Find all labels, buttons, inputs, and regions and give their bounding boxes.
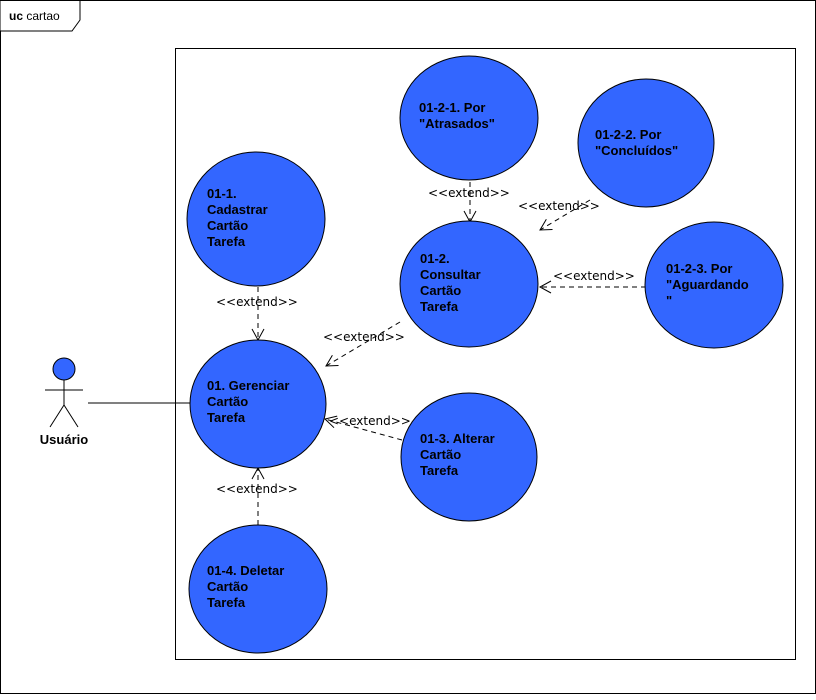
- frame-title: uc cartao: [9, 9, 60, 23]
- actor-right-leg: [63, 404, 79, 428]
- use-case-01-2-3[interactable]: 01-2-3. Por "Aguardando ": [644, 221, 784, 349]
- use-case-ellipse: [399, 220, 539, 348]
- use-case-ellipse: [186, 151, 326, 287]
- use-case-01-2-1[interactable]: 01-2-1. Por "Atrasados": [399, 55, 539, 181]
- frame-tab: [0, 0, 81, 32]
- extend-01-3-to-01: [323, 415, 403, 441]
- extend-label-01-2-3: <<extend>>: [553, 269, 635, 283]
- actor-head: [52, 357, 76, 381]
- extend-label-01-2-2: <<extend>>: [518, 199, 600, 213]
- use-case-ellipse: [188, 524, 328, 654]
- use-case-01-1[interactable]: 01-1. Cadastrar Cartão Tarefa: [186, 151, 326, 287]
- use-case-label: 01-2-2. Por "Concluídos": [595, 127, 678, 158]
- use-case-ellipse: [189, 339, 327, 469]
- use-case-label: 01-3. Alterar Cartão Tarefa: [420, 431, 498, 478]
- use-case-01[interactable]: 01. Gerenciar Cartão Tarefa: [189, 339, 327, 469]
- actor-name: Usuário: [40, 432, 88, 447]
- use-case-label: 01. Gerenciar Cartão Tarefa: [207, 378, 293, 425]
- use-case-01-4[interactable]: 01-4. Deletar Cartão Tarefa: [188, 524, 328, 654]
- use-case-label: 01-2-1. Por "Atrasados": [419, 100, 495, 131]
- actor-usuario[interactable]: Usuário: [40, 357, 88, 447]
- extend-01-2-2-to-01-2: [539, 199, 591, 231]
- use-case-01-2[interactable]: 01-2. Consultar Cartão Tarefa: [399, 220, 539, 348]
- extend-label-01-1: <<extend>>: [216, 295, 298, 309]
- actor-left-leg: [49, 404, 65, 428]
- use-case-label: 01-4. Deletar Cartão Tarefa: [207, 563, 288, 610]
- frame-name: cartao: [26, 9, 60, 23]
- extend-label-01-2: <<extend>>: [323, 330, 405, 344]
- extend-label-01-4: <<extend>>: [216, 482, 298, 496]
- use-case-label: 01-2. Consultar Cartão Tarefa: [420, 251, 484, 314]
- extend-label-01-2-1: <<extend>>: [428, 186, 510, 200]
- use-case-label: 01-1. Cadastrar Cartão Tarefa: [207, 186, 271, 249]
- use-case-ellipse: [577, 78, 715, 208]
- use-case-ellipse: [400, 392, 538, 522]
- use-case-01-2-2[interactable]: 01-2-2. Por "Concluídos": [577, 78, 715, 208]
- use-case-ellipse: [644, 221, 784, 349]
- system-boundary: [175, 48, 796, 660]
- use-case-01-3[interactable]: 01-3. Alterar Cartão Tarefa: [400, 392, 538, 522]
- extend-label-01-3: <<extend>>: [329, 414, 411, 428]
- use-case-label: 01-2-3. Por "Aguardando ": [666, 261, 752, 308]
- frame-keyword: uc: [9, 9, 23, 23]
- use-case-ellipse: [399, 55, 539, 181]
